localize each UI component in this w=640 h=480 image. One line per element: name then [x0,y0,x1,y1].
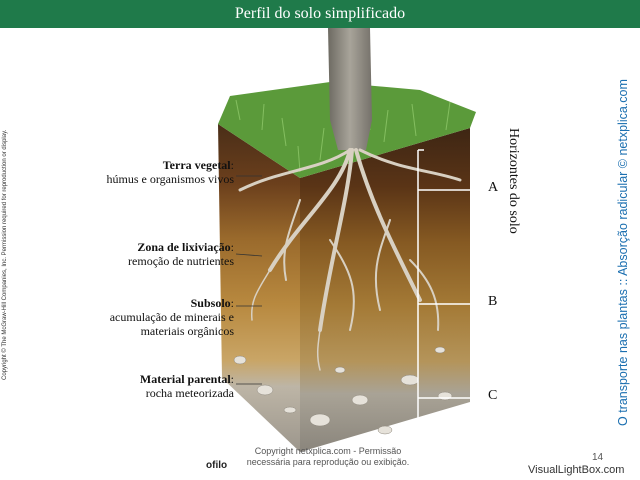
layer-label-parent-material: Material parental: rocha meteorizada [40,372,234,400]
tree-trunk [328,28,372,150]
horizon-b-label: B [488,294,497,310]
horizon-c-label: C [488,388,497,404]
horizon-a-label: A [488,180,498,196]
layer-label-subsoil: Subsolo: acumulação de minerais e materi… [40,296,234,338]
page-number: 14 [592,452,603,463]
footer-brand: VisualLightBox.com [528,464,624,476]
horizons-title: Horizontes do solo [503,128,523,248]
side-credit: O transporte nas plantas :: Absorção rad… [616,96,636,426]
layer-label-leaching-zone: Zona de lixiviação: remoção de nutriente… [40,240,234,268]
truncated-caption: ofilo [206,460,227,471]
layer-label-topsoil: Terra vegetal: húmus e organismos vivos [40,158,234,186]
